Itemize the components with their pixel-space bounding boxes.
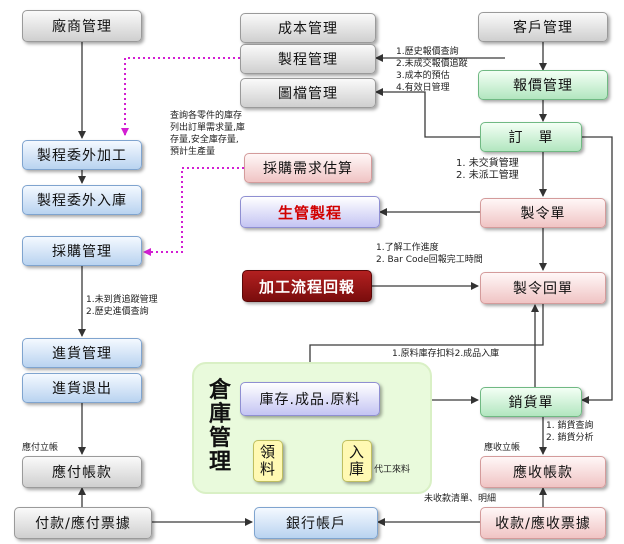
- note-line: 2. 未派工管理: [456, 170, 519, 181]
- note-line: 2.未成交報價追蹤: [396, 59, 468, 69]
- purchase-query-note: 查詢各零件的庫存 列出訂單需求量,庫 存量,安全庫存量, 預計生產量: [170, 110, 245, 158]
- stock-in-box[interactable]: 入庫: [342, 440, 372, 482]
- sales-order-box[interactable]: 銷貨單: [480, 387, 582, 417]
- note-line: 3.成本的預估: [396, 71, 450, 81]
- note-line: 存量,安全庫存量,: [170, 135, 239, 145]
- note-line: 2. 銷貨分析: [546, 433, 594, 443]
- material-note: 1.原料庫存扣料2.成品入庫: [392, 349, 500, 359]
- arrow-return-inventory: [306, 303, 544, 379]
- payable-label: 應付立帳: [22, 443, 59, 453]
- note-line: 1.未到貨追蹤管理: [86, 295, 158, 305]
- inventory-box[interactable]: 庫存.成品.原料: [240, 382, 380, 416]
- note-line: 2.歷史進價查詢: [86, 307, 149, 317]
- unreceived-note: 未收款清單、明細: [424, 494, 497, 504]
- outsource-process-box[interactable]: 製程委外加工: [22, 140, 142, 170]
- bank-account-box[interactable]: 銀行帳戶: [254, 507, 378, 539]
- note-line: 1.了解工作進度: [376, 243, 439, 253]
- cost-mgmt-box[interactable]: 成本管理: [240, 13, 376, 43]
- note-line: 查詢各零件的庫存: [170, 111, 243, 121]
- drawing-mgmt-box[interactable]: 圖檔管理: [240, 78, 376, 108]
- payment-box[interactable]: 付款/應付票據: [14, 507, 152, 539]
- quote-notes: 1.歷史報價查詢 2.未成交報價追蹤 3.成本的預估 4.有效日管理: [396, 46, 468, 94]
- production-control-box[interactable]: 生管製程: [240, 196, 380, 228]
- purchasing-mgmt-box[interactable]: 採購管理: [22, 236, 142, 266]
- receivable-label: 應收立帳: [484, 443, 521, 453]
- dotted-process-outsource: [121, 57, 240, 136]
- receivable-box[interactable]: 應收帳款: [480, 456, 606, 488]
- work-order-return-box[interactable]: 製令回單: [480, 272, 606, 304]
- receiving-mgmt-box[interactable]: 進貨管理: [22, 338, 142, 368]
- order-box[interactable]: 訂 單: [480, 122, 582, 152]
- note-line: 1. 銷貨查詢: [546, 421, 594, 431]
- work-order-box[interactable]: 製令單: [480, 198, 606, 228]
- note-line: 4.有效日管理: [396, 83, 450, 93]
- outsource-receipt-box[interactable]: 製程委外入庫: [22, 185, 142, 215]
- note-line: 預計生產量: [170, 147, 216, 157]
- purchase-return-box[interactable]: 進貨退出: [22, 373, 142, 403]
- customer-mgmt-box[interactable]: 客戶管理: [478, 12, 608, 42]
- note-line: 列出訂單需求量,庫: [170, 123, 245, 133]
- vendor-mgmt-box[interactable]: 廠商管理: [22, 10, 142, 42]
- note-line: 2. Bar Code回報完工時間: [376, 255, 483, 265]
- quote-mgmt-box[interactable]: 報價管理: [478, 70, 608, 100]
- arrow-order-sales: [581, 136, 613, 404]
- material-issue-box[interactable]: 領料: [253, 440, 283, 482]
- dotted-estimate-purchasing: [143, 167, 244, 256]
- purchase-notes: 1.未到貨追蹤管理 2.歷史進價查詢: [86, 294, 158, 318]
- note-line: 1. 未交貨管理: [456, 158, 519, 169]
- payable-box[interactable]: 應付帳款: [22, 456, 142, 488]
- purchase-estimate-box[interactable]: 採購需求估算: [244, 153, 372, 183]
- subcontract-label: 代工來料: [374, 465, 411, 475]
- order-notes: 1. 未交貨管理 2. 未派工管理: [456, 158, 519, 182]
- note-line: 1.歷史報價查詢: [396, 47, 459, 57]
- arrow-order-drawing: [375, 88, 505, 138]
- collection-box[interactable]: 收款/應收票據: [480, 507, 606, 539]
- process-report-box[interactable]: 加工流程回報: [242, 270, 372, 302]
- sales-notes: 1. 銷貨查詢 2. 銷貨分析: [546, 420, 593, 444]
- work-notes: 1.了解工作進度 2. Bar Code回報完工時間: [376, 242, 483, 266]
- process-mgmt-box[interactable]: 製程管理: [240, 44, 376, 74]
- warehouse-title: 倉庫管理: [208, 377, 231, 475]
